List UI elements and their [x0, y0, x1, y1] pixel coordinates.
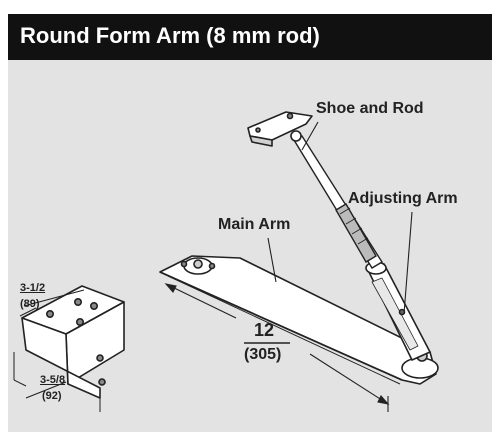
adjusting-arm	[365, 261, 431, 361]
mounting-bracket	[13, 285, 125, 412]
main-arm	[159, 255, 439, 385]
arm-length-mm: (305)	[244, 346, 282, 363]
leader-lines	[23, 121, 413, 399]
bracket-depth-inches: 3-5/8	[40, 374, 66, 386]
adjusting-arm-label: Adjusting Arm	[348, 190, 458, 207]
bracket-depth-mm: (92)	[42, 390, 62, 402]
shoe	[247, 111, 313, 147]
shoe-and-rod-label: Shoe and Rod	[316, 100, 424, 117]
bracket-width-mm: (89)	[20, 298, 40, 310]
arm-length-dimension-line	[164, 283, 390, 412]
page-title: Round Form Arm (8 mm rod)	[20, 23, 320, 48]
arm-length-inches: 12	[254, 320, 275, 340]
title-bar: Round Form Arm (8 mm rod)	[8, 14, 492, 60]
bracket-width-inches: 3-1/2	[20, 282, 46, 294]
main-arm-label: Main Arm	[218, 216, 291, 233]
